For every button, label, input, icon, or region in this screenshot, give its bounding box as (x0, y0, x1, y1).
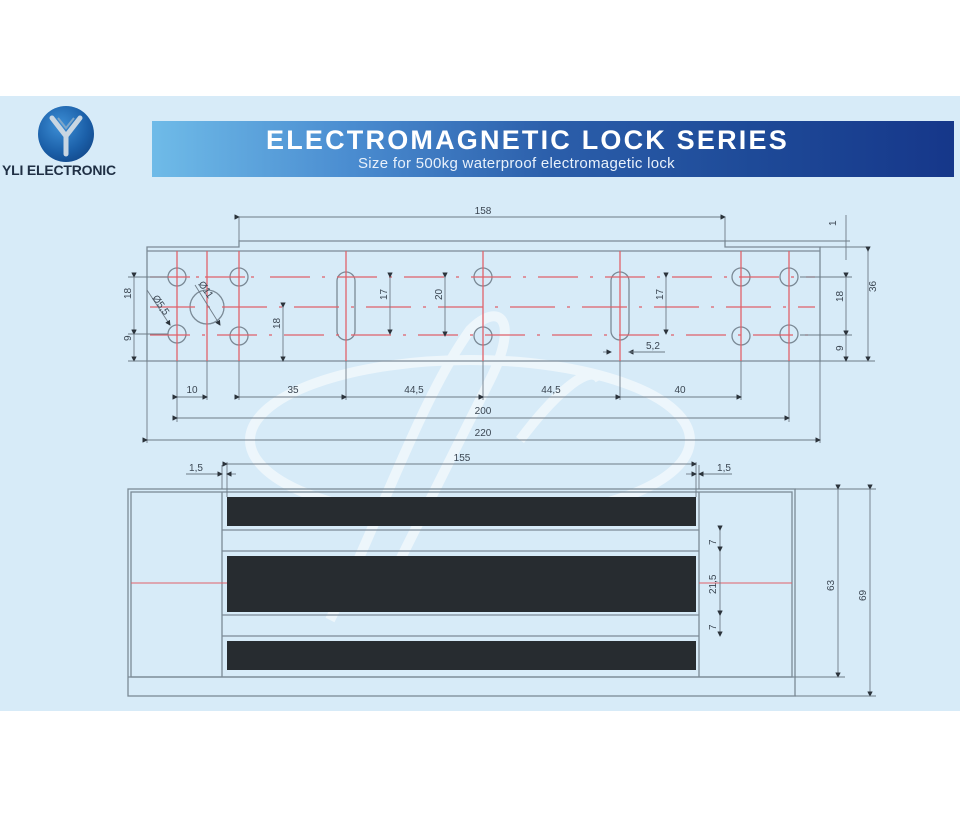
dim-36: 36 (868, 280, 879, 292)
dim-69: 69 (858, 589, 869, 601)
dim-20: 20 (434, 288, 445, 300)
title-banner (152, 121, 954, 177)
dim-44-5-b: 44,5 (541, 385, 561, 396)
dim-left-9: 9 (123, 335, 134, 341)
dim-step: 1 (828, 220, 839, 226)
dim-left-gap: 1,5 (189, 463, 203, 474)
dim-slot-17-left: 17 (379, 288, 390, 300)
dim-10: 10 (186, 385, 198, 396)
dim-gap-top: 7 (708, 539, 719, 545)
dim-220: 220 (475, 428, 492, 439)
magnet-cores (227, 497, 696, 670)
dim-right-18: 18 (835, 290, 846, 302)
dim-hole-a: Ø5,5 (150, 293, 172, 317)
dim-40: 40 (674, 385, 686, 396)
dim-left-18: 18 (123, 287, 134, 299)
dim-44-5-a: 44,5 (404, 385, 424, 396)
yli-y-logo-icon (38, 106, 94, 162)
dim-158: 158 (475, 206, 492, 217)
dim-right-9: 9 (835, 345, 846, 351)
dim-63: 63 (826, 579, 837, 591)
dim-35: 35 (287, 385, 299, 396)
dim-155: 155 (454, 453, 471, 464)
dim-gap-bottom: 7 (708, 624, 719, 630)
brand-name: YLI ELECTRONIC (2, 162, 116, 178)
centerlines (150, 251, 815, 361)
page-title: ELECTROMAGNETIC LOCK SERIES (266, 125, 789, 155)
dim-slot-17-right: 17 (655, 288, 666, 300)
dim-21-5: 21,5 (708, 574, 719, 594)
magnet-core-top (227, 497, 696, 526)
dim-200: 200 (475, 406, 492, 417)
dim-right-gap: 1,5 (717, 463, 731, 474)
page-subtitle: Size for 500kg waterproof electromagetic… (358, 155, 675, 172)
dim-slot-width: 5,2 (646, 341, 660, 352)
magnet-core-bottom (227, 641, 696, 670)
dim-inner-18: 18 (272, 317, 283, 329)
magnet-core-middle (227, 556, 696, 612)
front-view (127, 488, 796, 697)
